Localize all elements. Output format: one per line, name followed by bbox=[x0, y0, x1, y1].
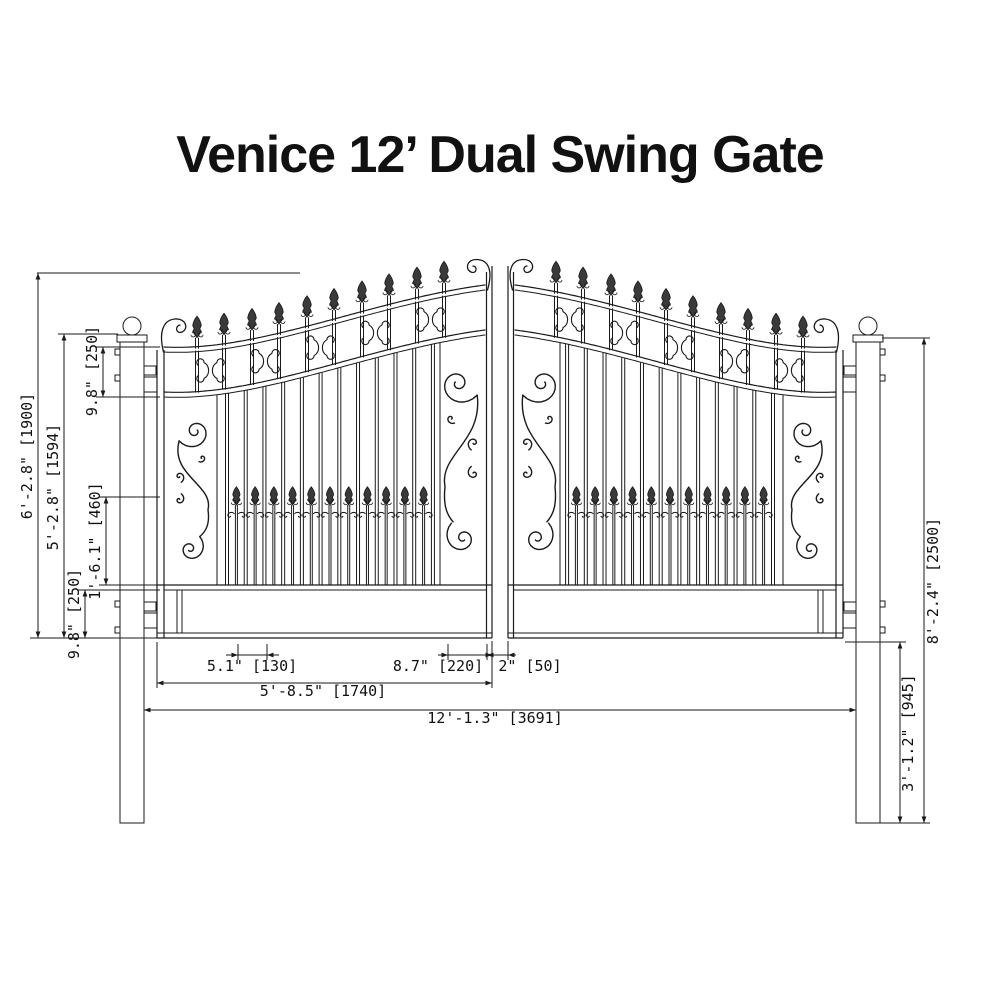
dimension-lines bbox=[30, 272, 930, 824]
drawing-title: Venice 12’ Dual Swing Gate bbox=[176, 126, 823, 184]
dim-bottom-panel-label: 9.8" [250] bbox=[65, 569, 83, 659]
dim-leaf-width-label: 5'-8.5" [1740] bbox=[260, 682, 386, 700]
right-post-and-leaf bbox=[507, 258, 886, 824]
dim-overall-height-label: 6'-2.8" [1900] bbox=[18, 393, 36, 519]
dim-post-height-label: 8'-2.4" [2500] bbox=[924, 518, 942, 644]
left-post-and-leaf bbox=[114, 258, 493, 824]
dim-scroll-panel-width-label: 8.7" [220] bbox=[393, 657, 483, 675]
dim-leaf-height-label: 5'-2.8" [1594] bbox=[44, 424, 62, 550]
dim-overall-width-label: 12'-1.3" [3691] bbox=[427, 709, 562, 727]
dim-top-band-label: 9.8" [250] bbox=[83, 326, 101, 416]
dim-picket-spacing-label: 5.1" [130] bbox=[207, 657, 297, 675]
dim-post-below-gate-label: 3'-1.2" [945] bbox=[899, 674, 917, 791]
gate-line-art bbox=[30, 258, 930, 824]
dim-mid-picket-label: 1'-6.1" [460] bbox=[86, 482, 104, 599]
dim-leaf-gap-label: 2" [50] bbox=[498, 657, 561, 675]
